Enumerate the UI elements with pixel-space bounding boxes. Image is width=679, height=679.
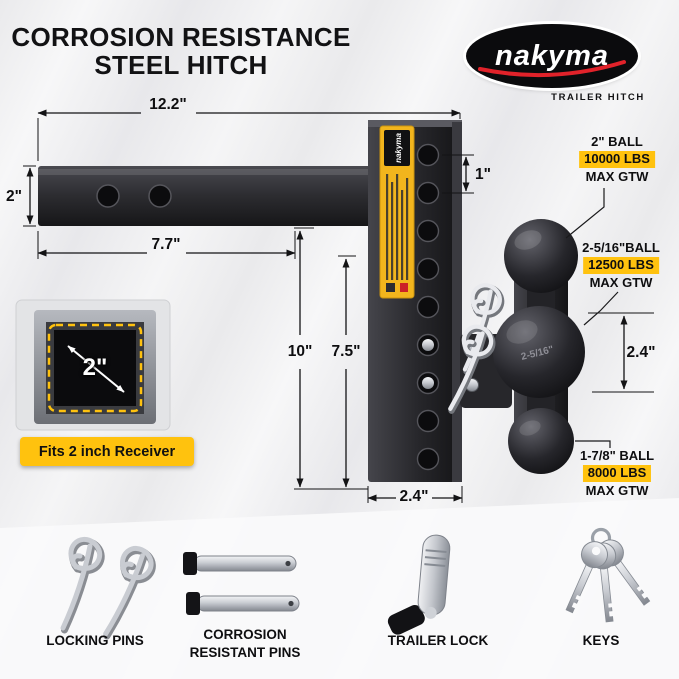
leader-lines: [565, 188, 619, 448]
bottom-band: [0, 498, 679, 679]
dim-rise: 7.5": [331, 343, 361, 360]
top-ball: [504, 219, 578, 293]
middle-ball: [493, 306, 585, 398]
dim-shank-length: 7.7": [151, 236, 181, 253]
ball-rating: 12500 LBS: [583, 257, 659, 274]
adjustment-holes: [416, 143, 440, 471]
ball-note-text: MAX GTW: [589, 274, 653, 290]
receiver-size-label: 2": [82, 354, 108, 381]
ball-note-text: MAX GTW: [585, 168, 649, 184]
hitch-pin: [422, 377, 434, 389]
brand-name: nakyma: [494, 39, 609, 72]
ball-rating: 8000 LBS: [582, 465, 652, 482]
r-clip-icon: [448, 324, 496, 414]
trailer-lock-icon: [387, 534, 451, 635]
brand-swoosh: [478, 60, 626, 78]
ball-mount: 2-5/16": [460, 219, 585, 474]
ball-note-2-5-16in: 2-5/16"BALL 12500 LBS MAX GTW: [582, 240, 660, 291]
hitch-shank: [38, 166, 378, 226]
ball-size: 2" BALL: [591, 134, 643, 149]
ball-note-text: MAX GTW: [585, 482, 649, 498]
warning-label: nakyma: [379, 125, 415, 299]
warning-label-brand: nakyma: [394, 133, 403, 163]
accessory-label-keys: KEYS: [582, 633, 620, 648]
receiver-photo: [15, 299, 171, 431]
brand-logo: nakyma: [466, 24, 638, 88]
dim-ball-spacing: 2.4": [626, 344, 656, 361]
hitch-pin: [422, 339, 434, 351]
ball-note-2in: 2" BALL 10000 LBS MAX GTW: [579, 134, 655, 185]
keys-icon: [565, 527, 651, 623]
bottom-ball: [508, 408, 574, 474]
dim-bottom-width: 2.4": [399, 488, 429, 505]
brand-tagline: TRAILER HITCH: [551, 92, 645, 103]
dim-hole-spacing: 1": [475, 166, 491, 183]
page-title-line2: STEEL HITCH: [94, 50, 268, 80]
dim-shank-height: 2": [6, 188, 22, 205]
page-title-line1: CORROSION RESISTANCE: [11, 22, 351, 52]
locking-pins-icon: [60, 536, 156, 640]
dim-top-width: 12.2": [149, 96, 187, 113]
ball-note-1-7-8in: 1-7/8" BALL 8000 LBS MAX GTW: [580, 448, 654, 499]
ball-size: 1-7/8" BALL: [579, 448, 655, 463]
dimension-lines: [23, 109, 654, 503]
ball-size: 2-5/16"BALL: [582, 240, 660, 255]
corrosion-pins-icon: [183, 552, 300, 615]
accessory-label-corrosion-pins: CORROSION RESISTANT PINS: [189, 627, 301, 660]
dim-drop: 10": [287, 343, 313, 360]
receiver-dashed-outline: [47, 323, 143, 413]
accessory-label-trailer-lock: TRAILER LOCK: [387, 633, 489, 648]
accessory-label-locking-pins: LOCKING PINS: [46, 633, 144, 648]
ball-rating: 10000 LBS: [579, 151, 655, 168]
receiver-caption-badge: Fits 2 inch Receiver: [20, 437, 194, 466]
